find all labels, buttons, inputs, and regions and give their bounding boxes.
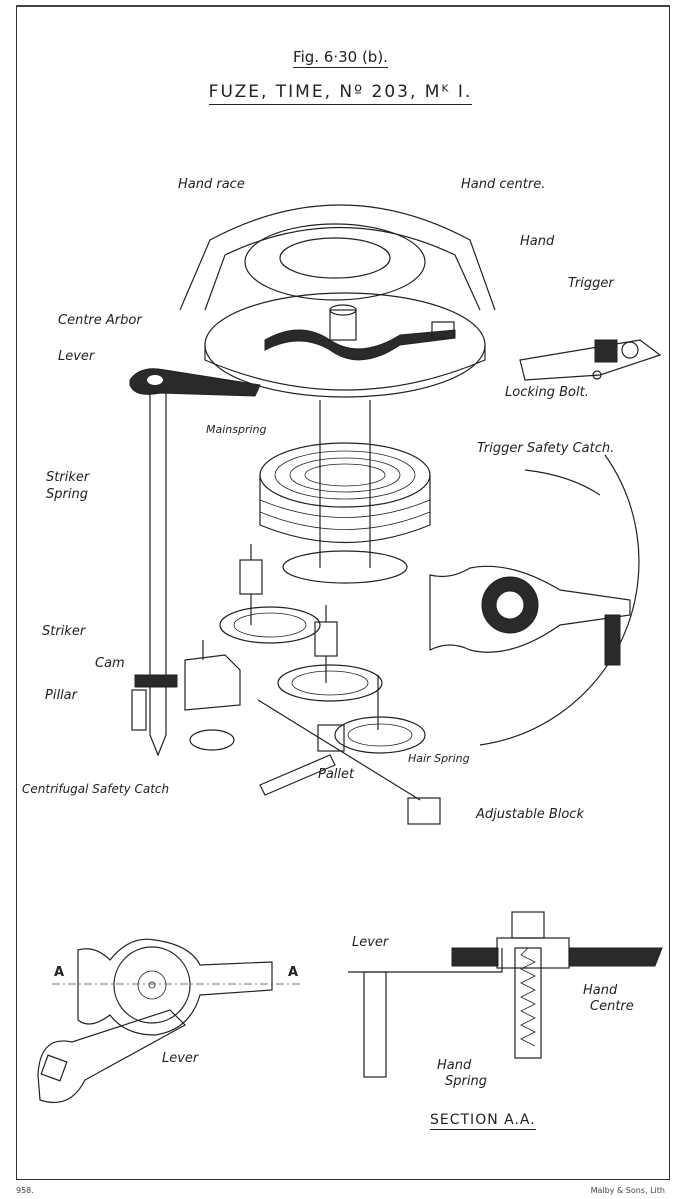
section-caption: SECTION A.A. <box>430 1112 536 1130</box>
label-striker-spring-line1: Striker <box>46 470 90 485</box>
label-hand-spring-line1: Hand <box>437 1058 472 1073</box>
label-centre-arbor: Centre Arbor <box>58 313 142 328</box>
figure-number: Fig. 6·30 (b). <box>293 48 388 68</box>
label-adjustable-block: Adjustable Block <box>476 807 584 822</box>
section-marker-right: A <box>288 965 299 980</box>
label-plan-lever: Lever <box>162 1051 199 1066</box>
section-aa <box>348 911 663 1078</box>
label-hand-spring-line2: Spring <box>445 1074 487 1089</box>
centrifugal-safety-catch <box>184 640 241 751</box>
label-striker-spring-line2: Spring <box>46 487 88 502</box>
label-hand-centre-section-line2: Centre <box>590 999 634 1014</box>
label-hand-centre: Hand centre. <box>461 177 546 192</box>
label-locking-bolt: Locking Bolt. <box>505 385 589 400</box>
gear-train <box>219 544 426 754</box>
plan-view-lever <box>37 938 300 1104</box>
main-plate <box>204 292 486 398</box>
label-hand-centre-section-line1: Hand <box>583 983 618 998</box>
trigger-detail <box>519 339 662 381</box>
section-marker-left: A <box>54 965 65 980</box>
label-hand-race: Hand race <box>178 177 245 192</box>
lever-part <box>129 368 261 397</box>
label-trigger-safety-catch: Trigger Safety Catch. <box>477 441 615 456</box>
pallet-assembly <box>257 699 441 825</box>
label-cam: Cam <box>95 656 125 671</box>
label-striker: Striker <box>42 624 86 639</box>
trigger-safety-catch-detail <box>429 454 640 746</box>
label-lever: Lever <box>58 349 95 364</box>
hand-race-cover <box>179 204 496 311</box>
label-hair-spring: Hair Spring <box>408 752 470 765</box>
label-pallet: Pallet <box>318 767 355 782</box>
drawing-frame <box>16 5 670 1180</box>
label-section-lever: Lever <box>352 935 389 950</box>
figure-title: FUZE, TIME, Nº 203, Mᴷ I. <box>0 82 681 105</box>
mainspring-barrel <box>259 442 431 544</box>
plate-number: 958. <box>16 1186 34 1195</box>
label-pillar: Pillar <box>45 688 77 703</box>
label-trigger: Trigger <box>568 276 614 291</box>
label-centrifugal-safety-catch: Centrifugal Safety Catch <box>22 782 170 796</box>
label-hand: Hand <box>520 234 555 249</box>
label-mainspring: Mainspring <box>206 423 267 436</box>
striker-part <box>131 391 178 757</box>
printer-credit: Malby & Sons, Lith <box>590 1186 665 1195</box>
